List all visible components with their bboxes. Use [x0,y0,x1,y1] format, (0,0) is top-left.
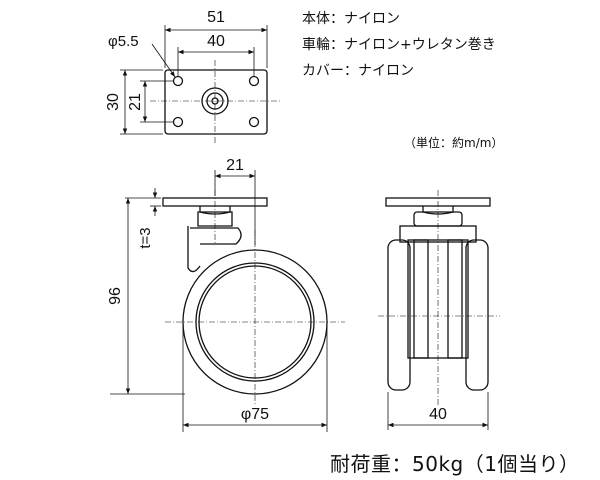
caster-side-view [162,197,328,395]
dim-hole-pitch-height: 21 [127,93,144,111]
dim-plate-height: 30 [105,93,122,111]
bolt-hole [248,75,260,87]
spec-cover-material: カバー：ナイロン [302,63,414,79]
fork-left-leg [413,239,429,359]
dim-total-height: 96 [107,287,124,305]
plate-top-view [164,69,268,135]
wheel-right-tread [465,239,489,391]
spec-wheel-material: 車輪：ナイロン+ウレタン巻き [302,37,496,53]
dim-plate-width: 51 [207,9,225,26]
bolt-hole [248,116,260,128]
dim-hole-diameter: φ5.5 [108,33,139,50]
dim-swivel-offset: 21 [226,157,244,174]
dim-wheel-width: 40 [429,406,447,423]
dim-wheel-diameter: φ75 [241,406,269,423]
unit-note: （単位：約m/m） [404,136,504,150]
fork-top [190,227,242,245]
spec-body-material: 本体：ナイロン [302,11,400,27]
load-capacity: 耐荷重：50kg（1個当り） [330,452,580,476]
fork-leg [187,226,201,273]
mounting-plate-outline [164,69,268,135]
bolt-hole [172,116,184,128]
swivel-body [197,211,233,227]
wheel-left-tread [387,239,411,391]
fork-right-leg [447,239,463,359]
dim-hole-pitch-width: 40 [207,33,225,50]
bolt-hole [172,75,184,87]
dim-plate-thickness: t=3 [137,227,154,248]
